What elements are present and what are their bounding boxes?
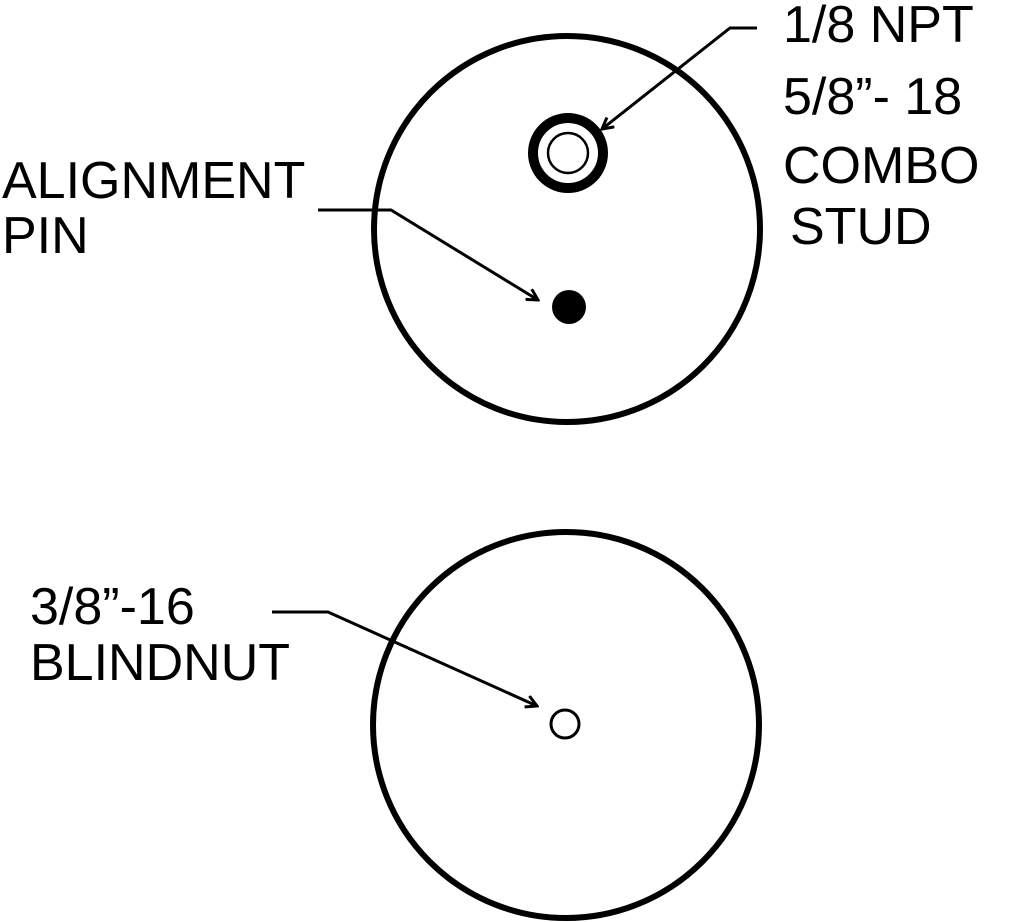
alignment-pin-leader-arrow (318, 208, 538, 300)
stud-label-line1: 1/8 NPT (783, 0, 974, 54)
pin-label-line1: ALIGNMENT (2, 152, 305, 210)
blindnut-label-line2: BLINDNUT (30, 634, 290, 692)
blindnut-hole (549, 708, 581, 740)
combo-stud-outer-ring (528, 113, 608, 193)
stud-label-line3: COMBO (783, 137, 979, 195)
pin-label-line2: PIN (2, 207, 89, 265)
combo-stud-port (546, 131, 590, 175)
alignment-pin (552, 290, 586, 324)
stud-label-line2: 5/8”- 18 (783, 68, 962, 126)
blindnut-label-line1: 3/8”-16 (30, 578, 195, 636)
blindnut-leader-arrow (272, 610, 537, 706)
bottom-plate-view: 3/8”-16 BLINDNUT (30, 529, 762, 921)
bottom-plate-outline (370, 529, 762, 921)
top-plate-outline (371, 33, 763, 425)
stud-label-line4: STUD (790, 198, 932, 256)
top-plate-view: 1/8 NPT 5/8”- 18 COMBO STUD ALIGNMENT PI… (2, 0, 979, 425)
combo-stud-leader-arrow (602, 26, 757, 129)
